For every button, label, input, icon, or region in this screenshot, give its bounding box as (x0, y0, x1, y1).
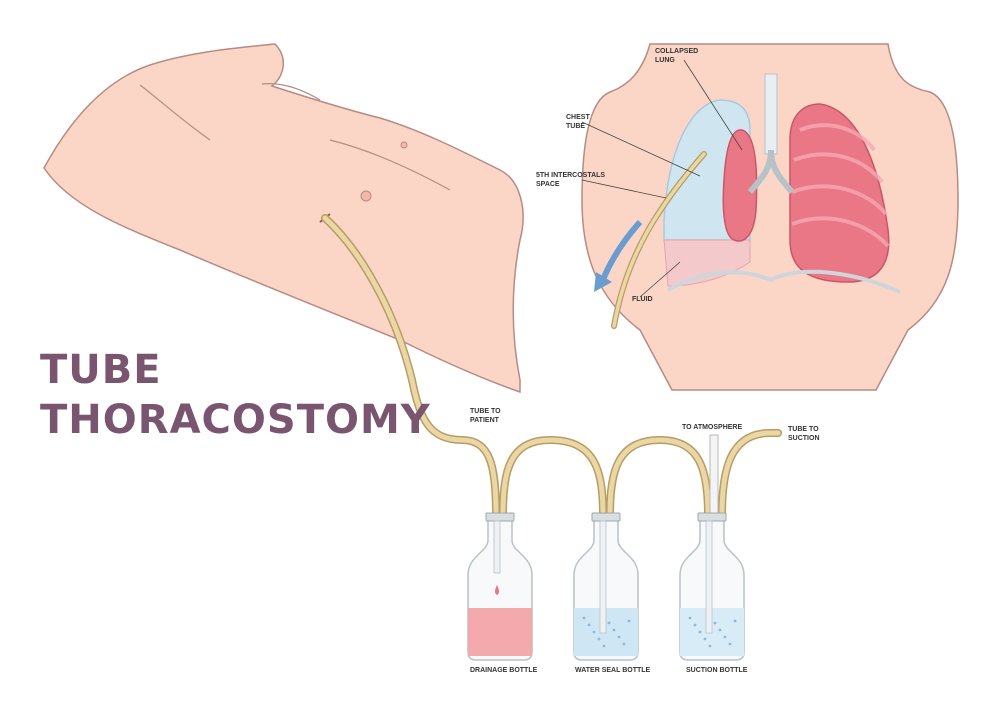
bottle-group (467, 512, 745, 661)
water-seal-bottle (573, 512, 639, 661)
patient-nipple-far (400, 141, 408, 149)
bubble-icon (582, 616, 586, 620)
label-water-seal-bottle: WATER SEAL BOTTLE (575, 667, 651, 674)
bubble-icon (708, 644, 712, 648)
label-to-atmosphere: TO ATMOSPHERE (682, 424, 743, 431)
water-seal-bottle-inner-tube (599, 520, 607, 634)
bubble-icon (733, 619, 737, 623)
connecting-tubes (499, 429, 782, 521)
atmosphere-vent-tube (709, 434, 719, 521)
healthy-lung (789, 103, 890, 283)
label-chest-tube: CHEST TUBE (566, 114, 590, 130)
bubble-icon (718, 628, 722, 632)
collapsed-lung (722, 129, 758, 242)
patient-arm (139, 84, 211, 141)
fluid-drop-icon (495, 585, 499, 595)
bubble-icon (587, 623, 591, 627)
chest-tube-fill (612, 152, 706, 328)
tube-to-suction-line-fill (719, 430, 781, 518)
bubble-icon (602, 644, 606, 648)
bubble-icon (703, 637, 707, 641)
bubble-icon (592, 630, 596, 634)
tube-to-suction-line (718, 429, 782, 519)
diaphragm (667, 269, 901, 294)
leader-lines (581, 59, 743, 298)
label-tube-to-patient: TUBE TO PATIENT (470, 408, 501, 424)
bubble-icon (617, 635, 621, 639)
drainage-bottle-liquid (468, 608, 532, 656)
title-tube: TUBE (40, 347, 162, 393)
water-seal-bottle-cap (591, 512, 621, 522)
drainage-bottle-cap (485, 512, 515, 522)
suction-bottle (679, 512, 745, 661)
patient-nipple (360, 190, 372, 202)
bubble-icon (713, 621, 717, 625)
tube-from-patient-fill (322, 215, 499, 518)
bubble-icon (597, 637, 601, 641)
healthy-lung-ribs (791, 123, 890, 248)
label-fluid: FLUID (632, 296, 653, 303)
bubble-icon (728, 642, 732, 646)
label-tube-to-suction: TUBE TO SUCTION (788, 426, 820, 442)
patient-torso (43, 43, 524, 394)
label-drainage-bottle: DRAINAGE BOTTLE (470, 667, 538, 674)
suction-bottle-inner-tube (705, 520, 713, 634)
patient-body-side-view (43, 43, 524, 394)
title-thoracostomy: THORACOSTOMY (40, 397, 431, 443)
drainage-bottle (467, 512, 533, 661)
label-intercostal-space: 5th INTERCOSTALS SPACE (536, 172, 606, 188)
chest-torso (581, 43, 959, 391)
bubble-icon (627, 619, 631, 623)
arrow-head-icon (594, 272, 612, 292)
patient-shoulder-crease (261, 83, 321, 101)
tube-drainage-to-waterseal-fill (500, 437, 606, 518)
trachea (747, 73, 795, 194)
drainage-bottle-inner-tube (493, 520, 501, 574)
chest-anatomy (581, 43, 959, 391)
bubble-icon (612, 628, 616, 632)
suction-bottle-cap (697, 512, 727, 522)
label-collapsed-lung: COLLAPSED LUNG (655, 48, 699, 64)
drainage-direction-arrow (599, 219, 643, 284)
bubble-icon (688, 616, 692, 620)
tube-waterseal-to-suction-fill (607, 437, 711, 518)
label-suction-bottle: SUCTION BOTTLE (686, 667, 748, 674)
patient-chest-crease (329, 139, 451, 191)
bubble-icon (723, 635, 727, 639)
bubble-icon (693, 623, 697, 627)
bubble-icon (698, 630, 702, 634)
bubble-icon (622, 642, 626, 646)
bubble-icon (607, 621, 611, 625)
